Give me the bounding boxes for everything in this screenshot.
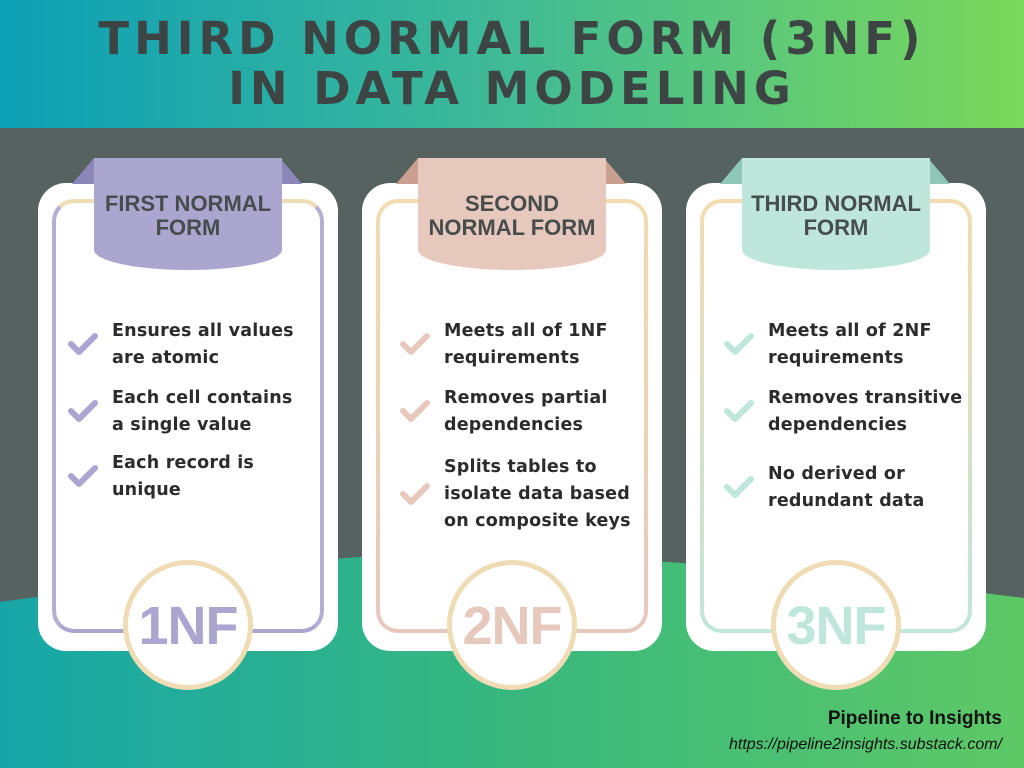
checkmark-icon [68, 333, 98, 355]
footer-url-link[interactable]: https://pipeline2insights.substack.com/ [728, 736, 1002, 753]
card-border [700, 199, 972, 633]
ribbon-fold-3nf [720, 158, 950, 184]
ribbon-second-normal-form: SECOND NORMAL FORM [418, 158, 606, 270]
checkmark-icon [400, 333, 430, 355]
checkmark-icon [400, 400, 430, 422]
card-border [376, 199, 648, 633]
ribbon-third-normal-form: THIRD NORMAL FORM [742, 158, 930, 270]
badge-3nf: 3NF [771, 560, 901, 690]
checkmark-icon [68, 400, 98, 422]
ribbon-fold-2nf [396, 158, 626, 184]
card-border [52, 199, 324, 633]
page-title-line-1: THIRD NORMAL FORM (3NF) [98, 12, 926, 65]
checkmark-icon [724, 476, 754, 498]
ribbon-fold-1nf [72, 158, 302, 184]
ribbon-heading: SECOND NORMAL FORM [428, 191, 596, 240]
checkmark-icon [68, 465, 98, 487]
card-first-normal-form [38, 183, 338, 651]
ribbon-first-normal-form: FIRST NORMAL FORM [94, 158, 282, 270]
ribbon-heading: THIRD NORMAL FORM [751, 191, 921, 240]
footer-brand: Pipeline to Insights [827, 708, 1002, 729]
checkmark-icon [400, 483, 430, 505]
badge-2nf: 2NF [447, 560, 577, 690]
checkmark-icon [724, 333, 754, 355]
checkmark-icon [724, 400, 754, 422]
page-title-line-2: IN DATA MODELING [228, 62, 796, 115]
badge-1nf: 1NF [123, 560, 253, 690]
ribbon-heading: FIRST NORMAL FORM [104, 191, 272, 240]
header-banner: THIRD NORMAL FORM (3NF) IN DATA MODELING [0, 0, 1024, 128]
